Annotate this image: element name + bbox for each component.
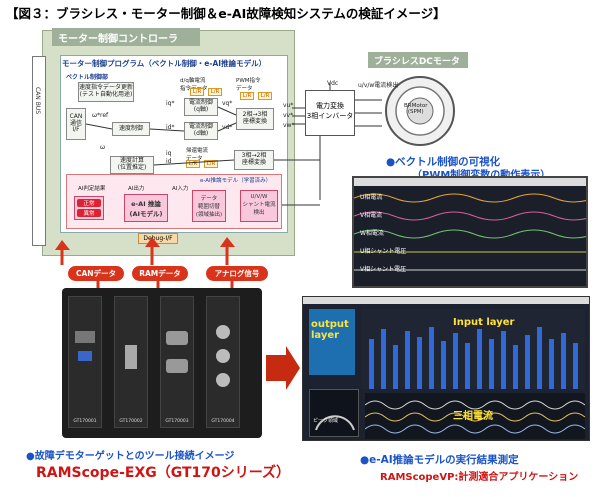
omega-ref-label: ω*ref	[92, 112, 109, 119]
speed-ctrl-block: 速度制御	[112, 122, 150, 136]
vv-label: vv*	[283, 112, 294, 119]
uvw-detect-box: U/V/W シャント電流 検出	[240, 190, 278, 222]
id-ref-label: id*	[166, 124, 175, 131]
can-data-tag: CANデータ	[68, 266, 124, 281]
three-phase-panel	[364, 393, 586, 439]
current-ctrl-d-block: 電流制御 (d軸)	[184, 122, 218, 140]
ram-var-2: L/R	[208, 88, 222, 96]
vector-viz-caption: ●ベクトル制御の可視化	[386, 156, 501, 168]
scope-window[interactable]: U相電流 V相電流 W相電流 U相シャント電圧 V相シャント電圧	[352, 176, 588, 288]
analog-port-2	[216, 349, 230, 363]
module-1: GT170001	[68, 296, 102, 428]
app-window[interactable]: output layer Input layer ピーク領域 三相電流	[302, 296, 590, 441]
ramscope-device: GT170001 GT170002 GT170003 GT170004	[62, 288, 262, 438]
speed-cmd-block: 速度指令データ更新 (テスト自動化用途)	[78, 82, 134, 102]
iq-label: iq	[166, 150, 172, 157]
controller-header: モーター制御コントローラ	[52, 28, 200, 46]
vq-ref-label: vq*	[222, 100, 233, 107]
ai-result-label: AI判定結果	[78, 186, 106, 192]
iq-ref-label: iq*	[166, 100, 175, 107]
scope-signal-3: W相電流	[360, 230, 384, 237]
three-phase-label: 三相電流	[453, 411, 493, 422]
vdc-label: Vdc	[327, 80, 339, 87]
current-ctrl-q-block: 電流制御 (q軸)	[184, 98, 218, 116]
module-3: GT170003	[160, 296, 194, 428]
debug-port	[125, 345, 137, 369]
page-title: 【図３：ブラシレス・モーター制御＆e-AI故障検知システムの検証イメージ】	[6, 6, 446, 21]
ram-var-5: L/R	[186, 160, 200, 168]
can-comm-block: CAN 通信 I/F	[66, 108, 86, 140]
ram-data-tag: RAMデータ	[132, 266, 188, 281]
app-name: RAMScopeVP:計測適合アプリケーション	[380, 472, 579, 483]
scope-signal-4: U相シャント電圧	[360, 248, 407, 255]
can-port-1	[166, 331, 188, 345]
coord-3to2-block: 3相→2相 座標変換	[234, 150, 274, 170]
ai-infer-box: e-AI 推論 (AIモデル)	[124, 194, 168, 222]
inverter-block: 電力変換 3相インバータ	[305, 90, 355, 136]
motor-header: ブラシレスDCモーター	[368, 52, 468, 80]
vu-label: vu*	[283, 102, 294, 109]
canbus-label: CAN BUS	[34, 87, 41, 115]
ram-var-1: L/R	[190, 88, 204, 96]
pwm-cmd-label: PWM指令 データ	[236, 78, 261, 92]
canbus-bar: CAN BUS	[32, 56, 46, 246]
peak-label: ピーク領域	[313, 418, 339, 424]
output-layer-panel	[309, 309, 355, 375]
data-window-box: データ 範囲切替 (領域抽出)	[192, 190, 226, 222]
peak-gauge	[309, 389, 359, 437]
scope-signal-1: U相電流	[360, 194, 383, 201]
id-label: id	[166, 158, 172, 165]
input-layer-label: Input layer	[453, 317, 515, 328]
scope-toolbar[interactable]	[354, 178, 586, 186]
usb-port	[78, 351, 92, 361]
normal-indicator: 正常	[77, 199, 101, 207]
module-2: GT170002	[114, 296, 148, 428]
omega-label: ω	[100, 144, 106, 151]
app-titlebar[interactable]	[303, 297, 589, 304]
ai-model-label: e-AI推論モデル（学習済み）	[200, 178, 272, 184]
infer-result-caption: ●e-AI推論モデルの実行結果測定	[360, 454, 519, 466]
module-2-label: GT170002	[119, 419, 143, 424]
ethernet-port	[75, 331, 95, 343]
analog-port-1	[216, 325, 230, 339]
scope-waveforms	[354, 193, 586, 271]
analog-signal-tag: アナログ信号	[206, 266, 268, 281]
motor-drawing	[385, 76, 455, 146]
scope-signal-5: V相シャント電圧	[360, 266, 407, 273]
motor-label: BRMotor (SPM)	[404, 103, 428, 115]
scope-signal-2: V相電流	[360, 212, 383, 219]
vector-label: ベクトル制御部	[66, 74, 109, 81]
input-layer-panel	[361, 309, 585, 389]
motor-current-label: u/v/w電流検出	[358, 82, 399, 89]
module-1-label: GT170001	[73, 419, 97, 424]
can-port-2	[166, 359, 188, 373]
ram-var-3: L/R	[240, 92, 254, 100]
ram-var-4: L/R	[258, 92, 272, 100]
ai-result-box: 正常 異常	[74, 196, 104, 220]
ai-out-label: AI出力	[128, 186, 145, 192]
abnormal-indicator: 異常	[77, 209, 101, 217]
program-title: モーター制御プログラム（ベクトル制御・e-AI推論モデル）	[62, 59, 267, 68]
tool-conn-caption: ●故障デモターゲットとのツール接続イメージ	[26, 451, 235, 462]
vw-label: vw*	[283, 122, 295, 129]
analog-port-3	[216, 373, 230, 387]
ai-in-label: AI入力	[172, 186, 189, 192]
module-3-label: GT170003	[165, 419, 189, 424]
vd-ref-label: vd*	[222, 124, 233, 131]
module-4: GT170004	[206, 296, 240, 428]
ram-var-6: L/R	[204, 160, 218, 168]
module-4-label: GT170004	[211, 419, 235, 424]
fb-current-label: 帰還電流 データ	[186, 148, 209, 162]
speed-calc-block: 速度計算 (位置推定)	[110, 156, 154, 174]
vector-viz-subcaption: （PWM制御変数の動作表示）	[412, 166, 550, 181]
coord-2to3-block: 2相→3相 座標変換	[236, 108, 274, 130]
output-layer-label: output layer	[311, 319, 349, 341]
debug-interface: Debug-I/F	[138, 233, 178, 244]
product-name: RAMScope-EXG（GT170シリーズ）	[36, 465, 291, 481]
